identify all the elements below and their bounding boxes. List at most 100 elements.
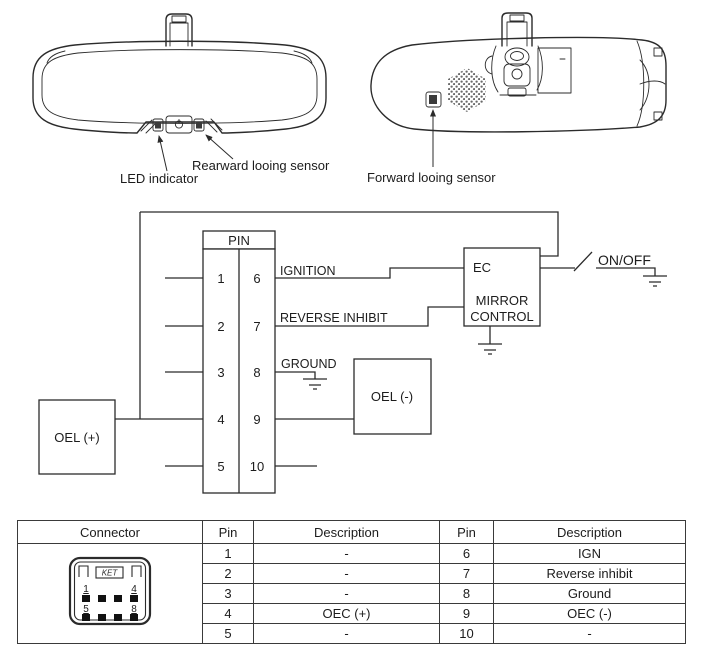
pin-block: PIN 1 2 3 4 5 6 7 8 9 10 bbox=[202, 230, 276, 494]
connector-drawing-cell: KET 1 4 5 8 bbox=[17, 543, 203, 644]
pin-cell: 9 bbox=[439, 603, 494, 624]
connector-pin5-label: 5 bbox=[83, 604, 89, 615]
pin-6-label: 6 bbox=[253, 271, 260, 286]
pin-cell: 2 bbox=[202, 563, 254, 584]
pin-left-header: Pin bbox=[202, 520, 254, 544]
pin-cell: 1 bbox=[202, 543, 254, 564]
table-row: 2 - 7 Reverse inhibit bbox=[18, 563, 686, 584]
mirror-power-button bbox=[165, 115, 193, 134]
led-indicator-label: LED indicator bbox=[120, 171, 199, 186]
desc-cell: - bbox=[493, 623, 686, 644]
rearward-sensor bbox=[193, 118, 205, 132]
pin-7-label: 7 bbox=[253, 319, 260, 334]
latch-right bbox=[131, 565, 142, 577]
pin-10-label: 10 bbox=[250, 459, 264, 474]
oel-minus-label: OEL (-) bbox=[371, 389, 413, 404]
ec-label: EC bbox=[473, 260, 491, 275]
pin-9-label: 9 bbox=[253, 412, 260, 427]
connector-pin1-label: 1 bbox=[83, 584, 89, 595]
ground-label: GROUND bbox=[281, 357, 337, 371]
pin-cell: 6 bbox=[439, 543, 494, 564]
pin-right-header: Pin bbox=[439, 520, 494, 544]
pin8-ground: GROUND bbox=[275, 357, 337, 390]
led-indicator-arrow bbox=[157, 135, 168, 172]
mirror-pivot-assembly bbox=[484, 45, 543, 97]
ec-supply-loop-wire bbox=[140, 211, 559, 257]
rear-mirror-mount bbox=[501, 12, 533, 47]
mirror-label: MIRROR bbox=[476, 293, 529, 308]
pin-2-label: 2 bbox=[217, 319, 224, 334]
table-row: 5 - 10 - bbox=[18, 623, 686, 644]
forward-sensor bbox=[425, 91, 442, 108]
connector-drawing: KET 1 4 5 8 bbox=[68, 556, 152, 626]
led-indicator-sensor bbox=[152, 118, 164, 132]
desc-cell: Ground bbox=[493, 583, 686, 604]
latch-left bbox=[78, 565, 89, 577]
pin-cell: 7 bbox=[439, 563, 494, 584]
reverse-inhibit-label: REVERSE INHIBIT bbox=[280, 311, 388, 325]
connector-pin-table: Connector Pin Description Pin Descriptio… bbox=[17, 520, 686, 644]
forward-sensor-label: Forward looing sensor bbox=[367, 170, 496, 185]
mirror-body-outline bbox=[32, 40, 327, 134]
connector-brand-label: KET bbox=[102, 569, 119, 578]
rearward-sensor-arrow bbox=[205, 134, 234, 160]
rearward-sensor-label: Rearward looing sensor bbox=[192, 158, 330, 173]
pin-socket bbox=[82, 595, 90, 602]
mirror-circuit-cover bbox=[537, 47, 572, 94]
pin-1-label: 1 bbox=[217, 271, 224, 286]
oel-plus-block: OEL (+) bbox=[38, 399, 116, 475]
table-header-row: Connector Pin Description Pin Descriptio… bbox=[17, 520, 686, 544]
desc-right-header: Description bbox=[493, 520, 686, 544]
desc-cell: OEC (+) bbox=[253, 603, 440, 624]
pin-socket bbox=[82, 614, 90, 621]
rear-mirror-outline bbox=[370, 36, 667, 133]
pin-socket bbox=[114, 614, 122, 621]
desc-cell: Reverse inhibit bbox=[493, 563, 686, 584]
pin-4-label: 4 bbox=[217, 412, 224, 427]
desc-cell: - bbox=[253, 563, 440, 584]
pin-cell: 8 bbox=[439, 583, 494, 604]
pin-socket bbox=[114, 595, 122, 602]
desc-cell: OEC (-) bbox=[493, 603, 686, 624]
pin-5-label: 5 bbox=[217, 459, 224, 474]
pin-cell: 10 bbox=[439, 623, 494, 644]
oel-minus-block: OEL (-) bbox=[353, 358, 432, 435]
ignition-label: IGNITION bbox=[280, 264, 336, 278]
pin-cell: 3 bbox=[202, 583, 254, 604]
mirror-glass-outline bbox=[41, 49, 318, 124]
desc-left-header: Description bbox=[253, 520, 440, 544]
table-row: KET 1 4 5 8 1 - 6 IGN bbox=[17, 543, 686, 644]
ec-ground bbox=[478, 326, 502, 355]
on-off-label: ON/OFF bbox=[598, 252, 651, 268]
left-pin-stub-wires bbox=[165, 277, 203, 467]
pin-socket bbox=[130, 595, 138, 602]
pin-8-label: 8 bbox=[253, 365, 260, 380]
oel-plus-label: OEL (+) bbox=[54, 430, 99, 445]
pin-3-label: 3 bbox=[217, 365, 224, 380]
connector-pin8-label: 8 bbox=[131, 604, 137, 615]
pin-cell: 5 bbox=[202, 623, 254, 644]
rear-mirror-figure: Forward looing sensor bbox=[367, 12, 667, 185]
connector-header: Connector bbox=[17, 520, 203, 544]
ignition-wire bbox=[275, 267, 464, 279]
wiring-schematic: PIN 1 2 3 4 5 6 7 8 9 10 IGNITION REVERS… bbox=[38, 211, 667, 494]
reverse-inhibit-wire bbox=[275, 306, 464, 327]
switch-lever bbox=[573, 251, 593, 272]
mirror-and-wiring-diagram: LED indicator Rearward looing sensor bbox=[32, 12, 667, 494]
control-label: CONTROL bbox=[470, 309, 534, 324]
desc-cell: - bbox=[253, 623, 440, 644]
pin-socket bbox=[130, 614, 138, 621]
pin-header-label: PIN bbox=[228, 233, 250, 248]
connector-pin4-label: 4 bbox=[131, 584, 137, 595]
desc-cell: - bbox=[253, 543, 440, 564]
mirror-mount bbox=[165, 13, 193, 47]
table-row: 4 OEC (+) 9 OEC (-) bbox=[18, 603, 686, 624]
ec-mirror-control-block: EC MIRROR CONTROL bbox=[463, 247, 541, 355]
on-off-ground bbox=[596, 267, 667, 287]
speaker-grille bbox=[448, 68, 486, 112]
pin-socket bbox=[98, 614, 106, 621]
desc-cell: - bbox=[253, 583, 440, 604]
front-mirror-figure: LED indicator Rearward looing sensor bbox=[32, 13, 330, 186]
on-off-switch: ON/OFF bbox=[540, 251, 667, 287]
